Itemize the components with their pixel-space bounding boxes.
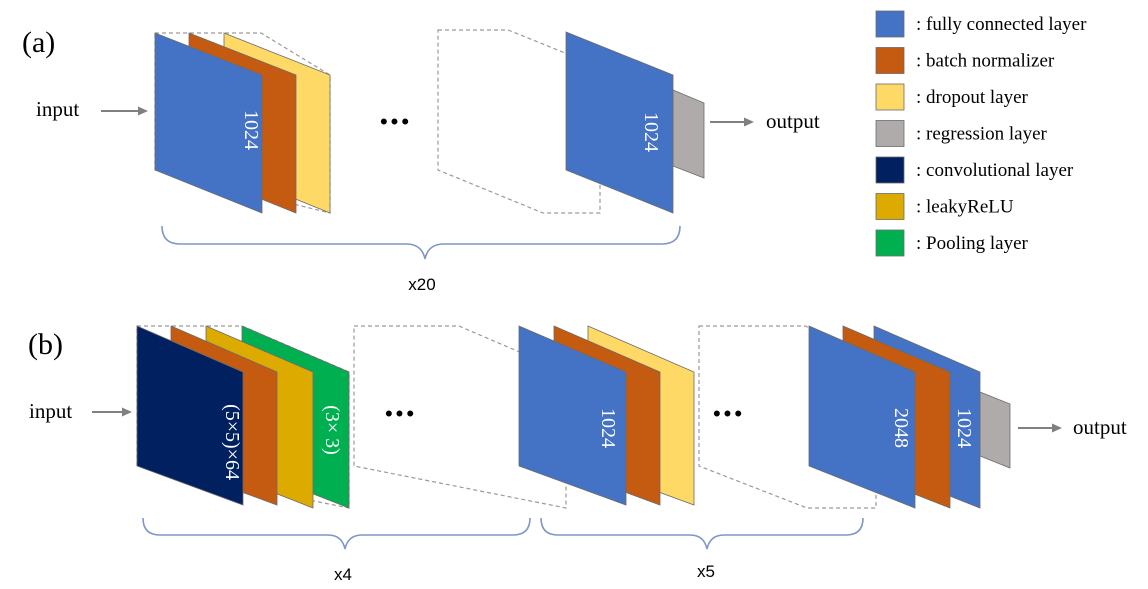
legend-swatch: [875, 47, 905, 74]
legend-swatch: [875, 120, 905, 147]
panel-b-conv-layer: [136, 325, 244, 506]
panel-b-output-stack: 2048 1024: [808, 325, 1011, 509]
panel-a-fc-1-units: 1024: [240, 110, 262, 150]
panel-b-fc-block-1: 1024: [518, 325, 695, 506]
legend-label: : convolutional layer: [916, 160, 1074, 181]
panel-b-ellipsis-1: •••: [385, 401, 417, 426]
legend-label: : regression layer: [916, 124, 1048, 145]
legend-swatch: [875, 83, 905, 111]
legend-item: : dropout layer: [875, 83, 1029, 111]
panel-a-fc-layer-last: [565, 31, 674, 214]
panel-a-output-stack: 1024: [565, 31, 705, 214]
panel-b-fc-3-units: 1024: [953, 408, 975, 448]
legend-item: : leakyReLU: [875, 193, 1014, 220]
panel-a-repeat-brace: [161, 225, 681, 260]
panel-b-repeat-brace-2: [540, 517, 864, 550]
legend-swatch: [875, 229, 905, 257]
legend-label: : leakyReLU: [916, 197, 1014, 218]
panel-b-fc-2-units: 2048: [890, 408, 912, 448]
panel-b-conv-block: (5×5)×64 (3× 3): [136, 325, 350, 509]
legend-label: : fully connected layer: [916, 14, 1087, 35]
panel-a-input-arrow: [101, 106, 148, 116]
panel-a-fc-layer-1: [154, 32, 263, 214]
panel-b-label: (b): [28, 328, 63, 361]
panel-b-regression-layer: [979, 391, 1011, 469]
panel-a-fc-last-units: 1024: [640, 112, 662, 152]
panel-a-regression-layer: [672, 89, 705, 179]
panel-b-fc-layer-1: [518, 325, 627, 506]
panel-a-ellipsis: •••: [380, 109, 412, 134]
panel-b-repeat-block-2-outline: [698, 325, 877, 509]
legend-item: : Pooling layer: [875, 229, 1029, 257]
panel-b-repeat-count-1: x4: [334, 565, 352, 584]
panel-b-input-label: input: [29, 399, 72, 423]
legend-swatch: [875, 156, 905, 184]
panel-b-pool-spec: (3× 3): [321, 405, 343, 455]
legend-label: : batch normalizer: [916, 51, 1055, 72]
panel-b-ellipsis-2: •••: [713, 401, 745, 426]
panel-b-output-label: output: [1073, 415, 1127, 439]
legend-swatch: [875, 10, 905, 38]
panel-a-output-arrow: [710, 117, 754, 127]
panel-b-input-arrow: [92, 407, 132, 417]
legend-label: : dropout layer: [916, 87, 1029, 108]
legend-item: : convolutional layer: [875, 156, 1074, 184]
panel-a-repeat-block-outline: [437, 29, 601, 214]
panel-a-output-label: output: [766, 109, 820, 133]
panel-b-conv-spec: (5×5)×64: [221, 404, 243, 480]
panel-b-output-arrow: [1018, 423, 1062, 433]
panel-b-repeat-count-2: x5: [697, 562, 715, 581]
panel-a-label: (a): [22, 26, 55, 59]
panel-b-fc-layer-2: [808, 325, 916, 509]
panel-a-layer-stack: 1024: [154, 32, 331, 214]
panel-a-input-label: input: [36, 97, 79, 121]
legend-item: : regression layer: [875, 120, 1048, 147]
legend-item: : batch normalizer: [875, 47, 1055, 74]
legend-label: : Pooling layer: [916, 233, 1029, 254]
legend-swatch: [875, 193, 905, 220]
panel-b-fc-1-units: 1024: [597, 408, 619, 448]
legend: : fully connected layer : batch normalize…: [875, 10, 1087, 257]
panel-a-repeat-count: x20: [408, 275, 435, 294]
panel-b-repeat-brace-1: [142, 517, 531, 550]
legend-item: : fully connected layer: [875, 10, 1087, 38]
